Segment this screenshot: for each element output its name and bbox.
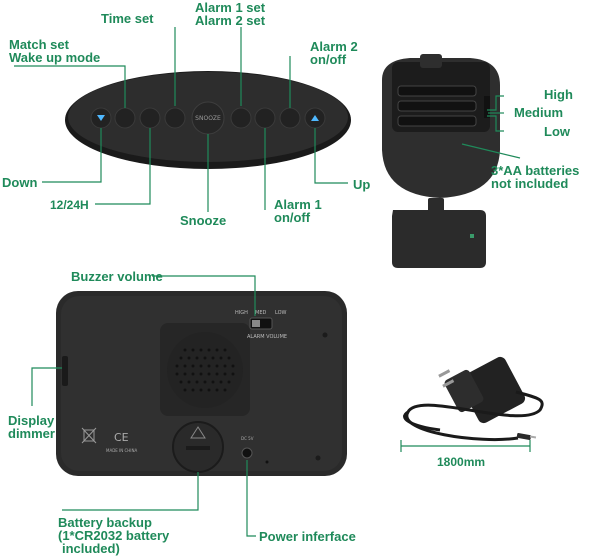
- label-dimmer: dimmer: [8, 426, 55, 441]
- down-button[interactable]: [90, 107, 112, 129]
- match-set-button[interactable]: [114, 107, 136, 129]
- vol-low-label: LOW: [275, 310, 287, 316]
- label-battery-backup: Battery backup: [58, 515, 152, 530]
- snooze-button-label: SNOOZE: [195, 115, 221, 122]
- label-buzzer-volume: Buzzer volume: [71, 269, 163, 284]
- label-alarm1-onoff: on/off: [274, 210, 311, 225]
- vol-high-label: HIGH: [235, 310, 248, 316]
- made-in-label: MADE IN CHINA: [106, 448, 137, 453]
- alarm-set-button[interactable]: [230, 107, 252, 129]
- hour-mode-button[interactable]: [139, 107, 161, 129]
- time-set-button[interactable]: [164, 107, 186, 129]
- label-snooze: Snooze: [180, 213, 227, 228]
- buzzer-volume-switch[interactable]: [249, 317, 273, 330]
- label-time-set: Time set: [101, 11, 154, 26]
- alarm-volume-label: ALARM VOLUME: [247, 334, 287, 340]
- label-batteries-note: not included: [491, 176, 569, 191]
- label-medium: Medium: [514, 105, 564, 120]
- up-button[interactable]: [304, 107, 326, 129]
- label-battery-backup-detail: (1*CR2032 battery: [58, 528, 170, 543]
- label-down: Down: [2, 175, 38, 190]
- clock-back: HIGH MED LOW ALARM VOLUME CE MADE IN CHI…: [56, 291, 347, 476]
- speaker-grille: [175, 348, 235, 392]
- power-adapter: [403, 356, 544, 442]
- label-alarm2: Alarm 2: [310, 39, 358, 54]
- label-cable-length: 1800mm: [437, 455, 486, 469]
- label-alarm2-onoff: on/off: [310, 52, 347, 67]
- label-alarm1: Alarm 1: [274, 197, 322, 212]
- label-wake-up-mode: Wake up mode: [9, 50, 101, 65]
- label-alarm2-set: Alarm 2 set: [195, 13, 266, 28]
- coin-battery-door: [172, 421, 224, 473]
- label-low: Low: [544, 124, 570, 139]
- label-power-interface: Power inferface: [259, 529, 356, 544]
- alarm2-toggle-button[interactable]: [279, 107, 301, 129]
- display-dimmer-wheel[interactable]: [62, 356, 68, 386]
- ce-mark: CE: [114, 431, 129, 444]
- snooze-button[interactable]: SNOOZE: [191, 101, 225, 135]
- label-batteries: 3*AA batteries: [491, 163, 580, 178]
- dc-label: DC 5V: [241, 436, 254, 441]
- label-up: Up: [353, 177, 371, 192]
- alarm1-toggle-button[interactable]: [254, 107, 276, 129]
- label-hour-mode: 12/24H: [50, 198, 89, 212]
- top-button-panel: SNOOZE: [65, 71, 351, 169]
- leader-lines: [14, 27, 531, 537]
- label-alarm1-set: Alarm 1 set: [195, 0, 266, 15]
- recycle-bin-icon: [81, 427, 97, 444]
- vol-med-label: MED: [255, 310, 266, 316]
- battery-cover: [392, 198, 486, 268]
- label-battery-backup-included: included): [62, 541, 120, 556]
- battery-compartment: [382, 54, 500, 198]
- label-display: Display: [8, 413, 55, 428]
- label-match-set: Match set: [9, 37, 69, 52]
- power-port[interactable]: [241, 447, 253, 459]
- label-high: High: [544, 87, 573, 102]
